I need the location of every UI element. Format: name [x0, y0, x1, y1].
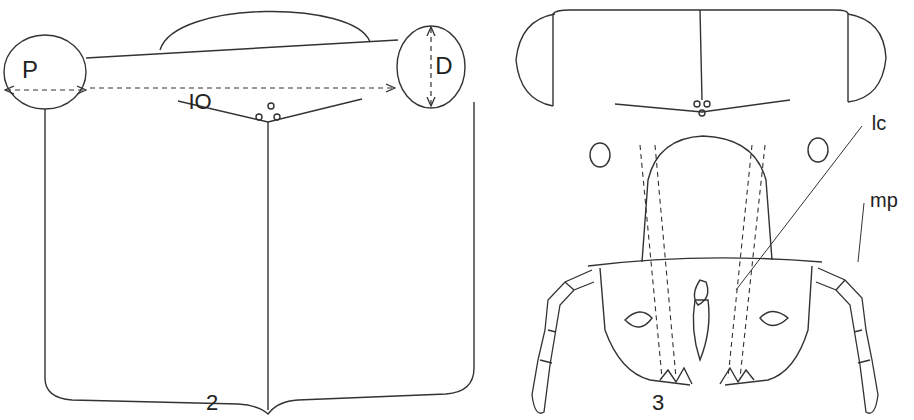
tentorial-lines — [640, 145, 765, 378]
maxillary-palps — [532, 268, 878, 413]
figure-number: 2 — [206, 392, 218, 414]
figure-2-head — [4, 11, 474, 414]
part-label: mp — [870, 190, 898, 210]
dimension-lines — [6, 28, 431, 105]
dimension-label: IO — [188, 91, 211, 113]
figure-3-head — [516, 10, 886, 385]
dimension-label: D — [435, 54, 452, 78]
part-label: lc — [872, 113, 886, 133]
dimension-label: P — [22, 58, 38, 82]
figure-number: 3 — [652, 392, 664, 414]
leader-lines — [736, 126, 864, 290]
